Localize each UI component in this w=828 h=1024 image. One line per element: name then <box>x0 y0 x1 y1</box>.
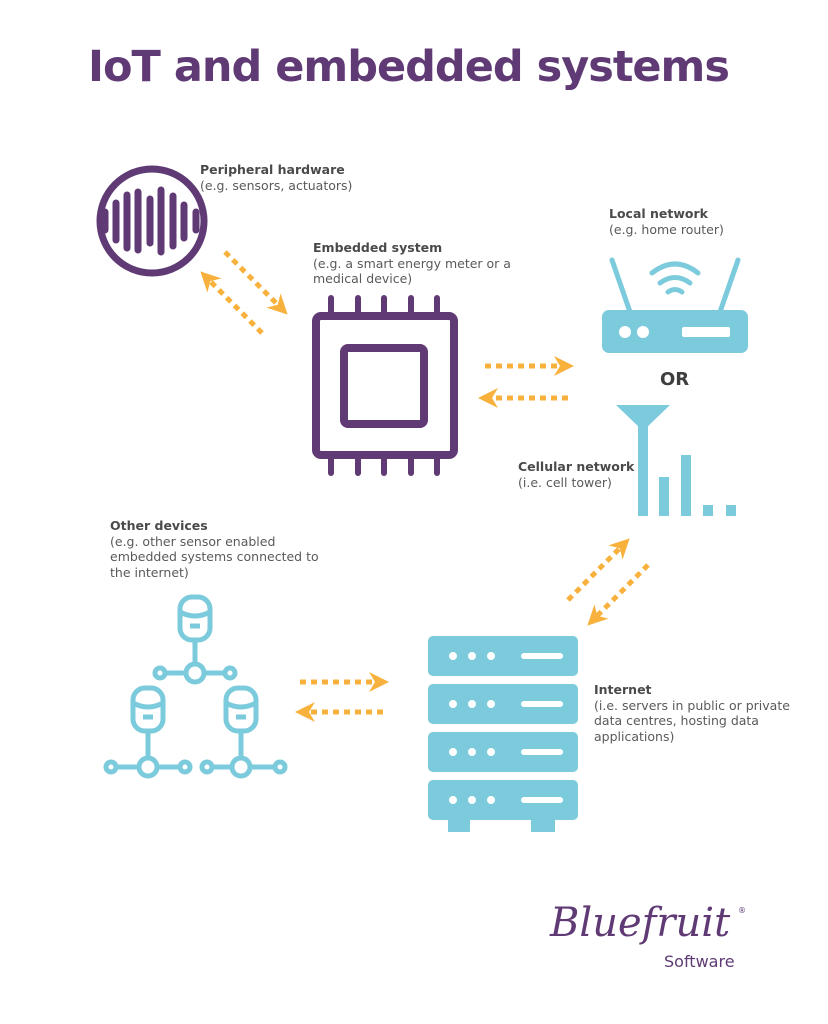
internet-desc: (i.e. servers in public or private <box>594 697 790 713</box>
cellular-network-label: Cellular network (i.e. cell tower) <box>518 459 634 490</box>
internet-title: Internet <box>594 682 652 697</box>
internet-desc: applications) <box>594 728 675 744</box>
embedded-title: Embedded system <box>313 240 443 255</box>
logo-name: Bluefruit <box>550 900 731 946</box>
local-title: Local network <box>609 206 708 221</box>
bluefruit-logo: Bluefruit ® Software <box>548 900 748 975</box>
other-title: Other devices <box>110 518 208 533</box>
device-cylinder <box>199 685 288 779</box>
arrow-cellular-to-internet <box>587 563 650 626</box>
device-cylinder <box>152 594 238 685</box>
other-devices-label: Other devices (e.g. other sensor enabled… <box>110 518 319 580</box>
peripheral-label: Peripheral hardware (e.g. sensors, actua… <box>200 162 352 193</box>
cellular-desc: (i.e. cell tower) <box>518 474 612 490</box>
or-label: OR <box>660 369 690 390</box>
other-desc: the internet) <box>110 564 189 580</box>
device-network-icon <box>103 594 288 779</box>
peripheral-title: Peripheral hardware <box>200 162 345 177</box>
other-desc: (e.g. other sensor enabled <box>110 533 276 549</box>
page-title: IoT and embedded systems <box>88 42 730 92</box>
logo-sub: Software <box>664 952 735 971</box>
peripheral-desc: (e.g. sensors, actuators) <box>200 177 353 193</box>
embedded-desc: (e.g. a smart energy meter or a <box>313 255 511 271</box>
arrow-peripheral-to-embedded <box>223 250 288 315</box>
cellular-title: Cellular network <box>518 459 635 474</box>
device-cylinder <box>103 685 193 779</box>
internet-desc: data centres, hosting data <box>594 713 759 728</box>
local-desc: (e.g. home router) <box>609 221 724 237</box>
other-desc: embedded systems connected to <box>110 549 319 564</box>
logo-registered: ® <box>738 906 746 915</box>
chip-icon <box>312 295 458 476</box>
cell-tower-icon <box>616 405 736 516</box>
sensor-icon <box>96 165 208 277</box>
arrow-embedded-to-peripheral <box>200 271 264 335</box>
local-network-label: Local network (e.g. home router) <box>609 206 724 237</box>
router-icon <box>602 257 748 353</box>
internet-label: Internet (i.e. servers in public or priv… <box>594 682 790 744</box>
embedded-desc: medical device) <box>313 271 413 286</box>
server-rack-icon <box>428 636 578 832</box>
arrow-internet-to-cellular <box>566 538 630 602</box>
embedded-label: Embedded system (e.g. a smart energy met… <box>313 240 511 287</box>
